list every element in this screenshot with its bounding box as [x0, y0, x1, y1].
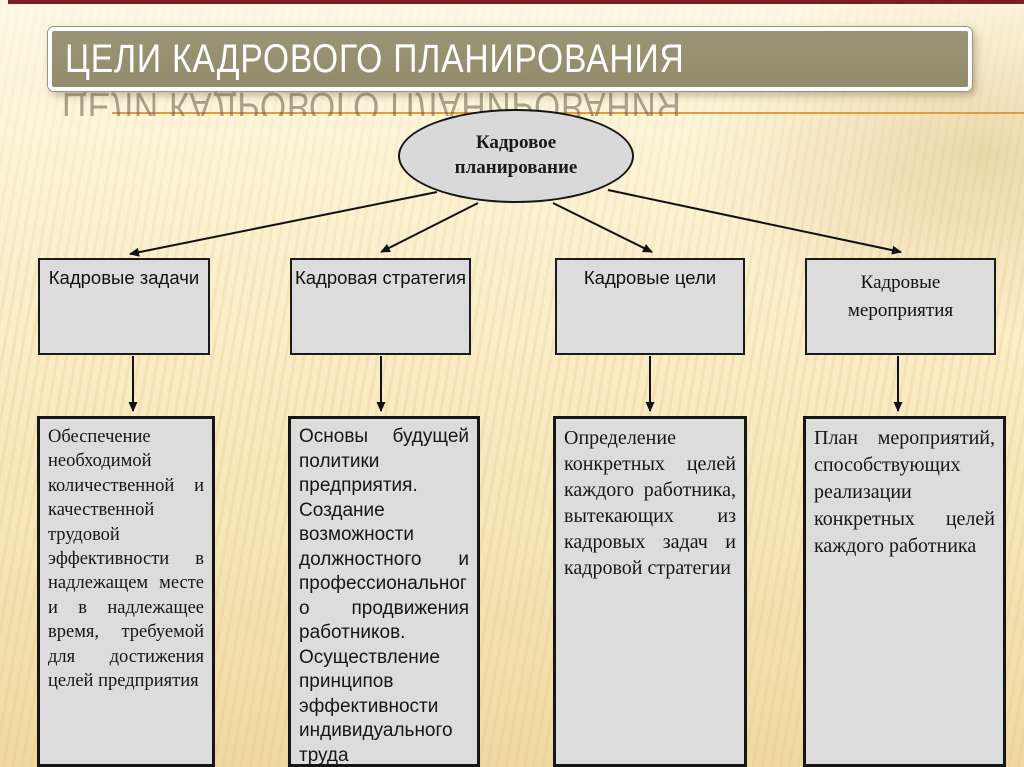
- description-text: Основы будущей политики предприятия. Соз…: [299, 426, 469, 766]
- title-bar: ЦЕЛИ КАДРОВОГО ПЛАНИРОВАНИЯ: [48, 27, 972, 91]
- arrow-root-to-branch-1: [380, 202, 479, 253]
- description-box-goals: Определение конкретных целей каждого раб…: [553, 416, 747, 767]
- arrow-root-to-branch-2: [552, 202, 653, 253]
- branch-node-label: Кадровые мероприятия: [847, 272, 954, 321]
- slide-title: ЦЕЛИ КАДРОВОГО ПЛАНИРОВАНИЯ: [65, 37, 685, 81]
- description-text: Определение конкретных целей каждого раб…: [564, 427, 736, 579]
- top-accent-bar: [8, 0, 1024, 4]
- description-box-strategy: Основы будущей политики предприятия. Соз…: [288, 416, 480, 767]
- description-text: Обеспечение необходимой количественной и…: [48, 427, 204, 692]
- arrow-root-to-branch-3: [607, 189, 902, 255]
- branch-node-tasks: Кадровые задачи: [38, 258, 210, 355]
- branch-node-label: Кадровая стратегия: [294, 267, 467, 288]
- root-node-label: Кадровое планирование: [454, 132, 578, 178]
- branch-node-activities: Кадровые мероприятия: [805, 258, 996, 355]
- root-node: Кадровое планирование: [398, 109, 634, 203]
- description-box-activities: План мероприятий, способствующих реализа…: [803, 416, 1006, 767]
- branch-node-label: Кадровые цели: [583, 267, 717, 288]
- description-text: План мероприятий, способствующих реализа…: [814, 427, 995, 557]
- branch-node-strategy: Кадровая стратегия: [290, 258, 471, 355]
- description-box-tasks: Обеспечение необходимой количественной и…: [37, 416, 215, 767]
- arrow-root-to-branch-0: [129, 191, 438, 257]
- branch-node-goals: Кадровые цели: [555, 258, 745, 355]
- branch-node-label: Кадровые задачи: [48, 267, 200, 288]
